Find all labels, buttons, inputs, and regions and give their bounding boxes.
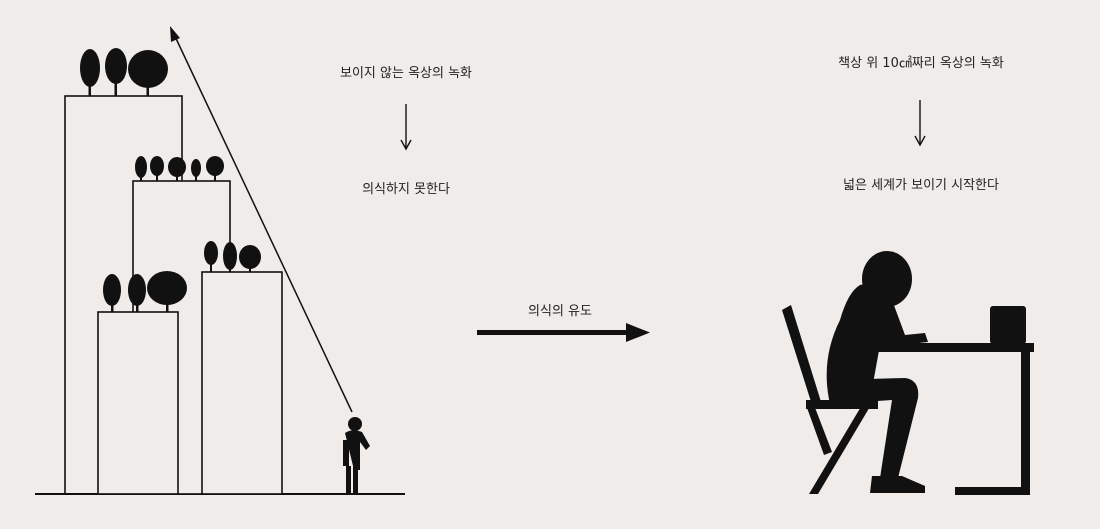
guidance-label: 의식의 유도 xyxy=(528,304,592,319)
tree-group-tall xyxy=(80,48,168,96)
desk-foot xyxy=(955,487,1030,495)
sight-line-arrowhead xyxy=(170,26,180,42)
tree-icon xyxy=(105,48,127,96)
standing-person-icon xyxy=(343,417,370,494)
tree-icon xyxy=(206,156,224,181)
seated-person-icon xyxy=(826,251,928,493)
chair-leg-back xyxy=(806,405,832,455)
tree-icon xyxy=(128,50,168,96)
right-down-arrow xyxy=(914,100,926,147)
right-caption-top: 책상 위 10㎠짜리 옥상의 녹화 xyxy=(838,56,1004,71)
short-building xyxy=(97,311,179,495)
chair-back xyxy=(782,305,822,408)
right-building xyxy=(201,271,283,495)
tree-group-short xyxy=(103,271,187,312)
chair-leg-front xyxy=(809,405,871,494)
right-caption-bottom: 넓은 세계가 보이기 시작한다 xyxy=(843,178,999,193)
tree-icon xyxy=(223,242,237,272)
tree-group-right xyxy=(204,241,261,272)
left-caption-bottom: 의식하지 못한다 xyxy=(362,182,450,197)
tree-icon xyxy=(135,156,147,181)
desk-top xyxy=(874,343,1034,352)
tree-icon xyxy=(128,274,146,312)
guidance-arrow xyxy=(477,323,650,342)
tree-icon xyxy=(168,157,186,181)
desk-leg xyxy=(1021,343,1030,495)
tree-icon xyxy=(239,245,261,272)
left-caption-top: 보이지 않는 옥상의 녹화 xyxy=(340,66,472,81)
tree-icon xyxy=(80,49,100,96)
tree-icon xyxy=(191,159,201,181)
left-down-arrow xyxy=(400,104,412,151)
chair-seat xyxy=(806,400,878,409)
sight-line xyxy=(171,29,353,413)
desk-scene xyxy=(782,251,1034,495)
tree-icon xyxy=(103,274,121,312)
tree-icon xyxy=(150,156,164,181)
tree-icon xyxy=(147,271,187,312)
left-scene xyxy=(35,26,405,495)
tree-group-middle xyxy=(135,156,224,181)
tree-icon xyxy=(204,241,218,272)
desk-plant-box-icon xyxy=(990,306,1026,344)
